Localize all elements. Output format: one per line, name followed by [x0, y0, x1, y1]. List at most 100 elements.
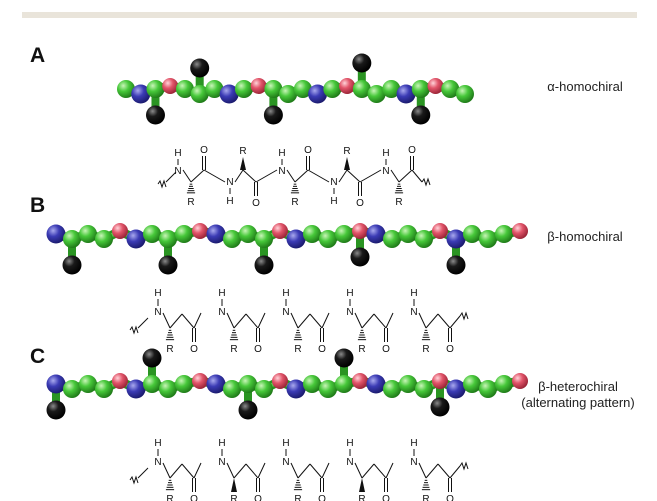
bond — [169, 463, 183, 479]
ball-and-stick-models — [46, 53, 528, 420]
atom-carbon — [79, 375, 97, 393]
atom-label-o: O — [318, 494, 326, 501]
bond — [361, 463, 375, 479]
bond — [307, 169, 330, 183]
bond — [390, 169, 400, 183]
atom-carbon — [411, 80, 430, 98]
sidechain-atom — [334, 348, 354, 368]
atom-label-n: N — [346, 457, 353, 468]
atom-label-r: R — [358, 494, 365, 501]
atom-oxygen — [427, 78, 444, 94]
bond — [193, 462, 202, 479]
atom-carbon — [95, 380, 113, 398]
caption-beta-heterochiral-line2: (alternating pattern) — [521, 395, 635, 410]
atom-oxygen — [112, 373, 128, 389]
bond — [361, 313, 375, 329]
sidechain-atom — [430, 397, 450, 417]
atom-carbon — [175, 375, 193, 393]
bond — [181, 463, 195, 479]
bond — [190, 169, 205, 183]
atom-label-h: H — [282, 288, 289, 299]
atom-carbon — [279, 85, 298, 103]
bond — [226, 312, 235, 329]
caption-beta-homochiral: β-homochiral — [547, 229, 623, 244]
atom-label-o: O — [190, 494, 198, 501]
atom-label-n: N — [410, 457, 417, 468]
bond — [425, 313, 439, 329]
atom-oxygen — [250, 78, 267, 94]
sidechain-atom — [142, 348, 162, 368]
atom-carbon — [463, 225, 481, 243]
caption-alpha-homochiral: α-homochiral — [547, 79, 623, 94]
atom-carbon — [143, 375, 161, 393]
sidechain-atom — [46, 400, 66, 420]
atom-label-n: N — [154, 457, 161, 468]
atom-oxygen — [192, 223, 208, 239]
atom-label-h: H — [218, 288, 225, 299]
bond — [286, 169, 296, 183]
atom-carbon — [456, 85, 474, 103]
atom-label-n: N — [218, 457, 225, 468]
atom-nitrogen — [46, 374, 66, 394]
bold-wedge — [231, 478, 237, 492]
atom-label-h: H — [218, 438, 225, 449]
sidechain-atom — [411, 105, 431, 125]
bond — [338, 169, 348, 183]
atom-oxygen — [432, 373, 448, 389]
skeletal-formulas: HNRONHROHNRONHROHNROHNORHNORHNORHNORHNOR… — [129, 145, 469, 501]
atom-nitrogen — [286, 229, 306, 249]
sidechain-atom — [352, 53, 372, 73]
atom-label-o: O — [446, 344, 454, 355]
atom-label-n: N — [278, 166, 285, 177]
atom-carbon — [63, 230, 81, 248]
atom-label-o: O — [190, 344, 198, 355]
wavy-bond — [421, 177, 431, 187]
atom-carbon — [495, 225, 513, 243]
atom-label-r: R — [422, 494, 429, 501]
atom-carbon — [79, 225, 97, 243]
atom-nitrogen — [206, 374, 226, 394]
atom-label-o: O — [200, 145, 208, 156]
model-a — [117, 53, 474, 125]
bond — [321, 312, 330, 329]
atom-carbon — [239, 375, 257, 393]
bond — [398, 169, 413, 183]
atom-carbon — [303, 225, 321, 243]
bond — [245, 463, 259, 479]
atom-label-o: O — [446, 494, 454, 501]
bond — [226, 462, 235, 479]
atom-label-h: H — [154, 288, 161, 299]
bond — [255, 169, 278, 183]
bond — [290, 462, 299, 479]
atom-label-r: R — [187, 197, 194, 208]
wavy-bond — [459, 461, 469, 471]
bond — [137, 317, 149, 329]
atom-carbon — [293, 80, 312, 98]
atom-label-o: O — [356, 198, 364, 209]
atom-nitrogen — [366, 224, 386, 244]
atom-label-o: O — [318, 344, 326, 355]
atom-carbon — [264, 80, 283, 98]
atom-oxygen — [432, 223, 448, 239]
atom-label-r: R — [239, 146, 246, 157]
top-rule — [22, 12, 637, 18]
atom-label-o: O — [254, 344, 262, 355]
atom-label-h: H — [226, 196, 233, 207]
atom-carbon — [234, 80, 253, 98]
atom-label-o: O — [382, 344, 390, 355]
atom-oxygen — [512, 223, 528, 239]
atom-label-n: N — [174, 166, 181, 177]
atom-carbon — [63, 380, 81, 398]
atom-nitrogen — [446, 379, 466, 399]
bond — [257, 312, 266, 329]
atom-carbon — [383, 230, 401, 248]
atom-carbon — [382, 80, 401, 98]
wavy-bond — [129, 475, 139, 485]
atom-label-r: R — [291, 197, 298, 208]
atom-carbon — [415, 230, 433, 248]
atom-label-r: R — [422, 344, 429, 355]
atom-label-r: R — [166, 494, 173, 501]
